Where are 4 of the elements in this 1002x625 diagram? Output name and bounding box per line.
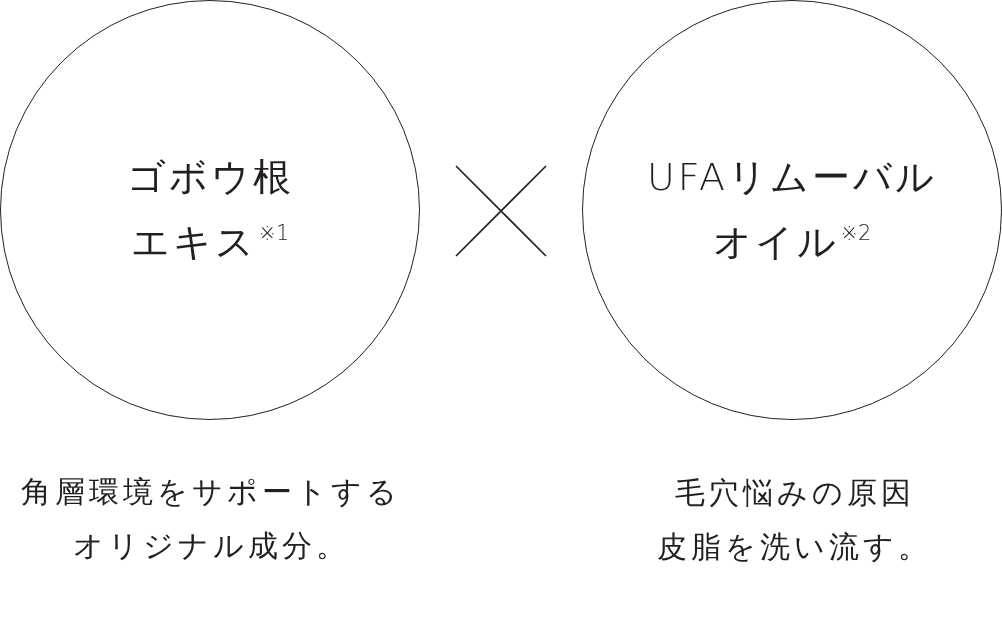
description-text: 角層環境をサポートするオリジナル成分。 (21, 473, 401, 565)
description-text: 毛穴悩みの原因皮脂を洗い流す。 (657, 474, 932, 566)
ingredient-name: ゴボウ根エキス$^{※1}$ (125, 154, 295, 266)
ingredient-name: UFAリムーバルオイル$^{※2}$ (645, 154, 939, 266)
